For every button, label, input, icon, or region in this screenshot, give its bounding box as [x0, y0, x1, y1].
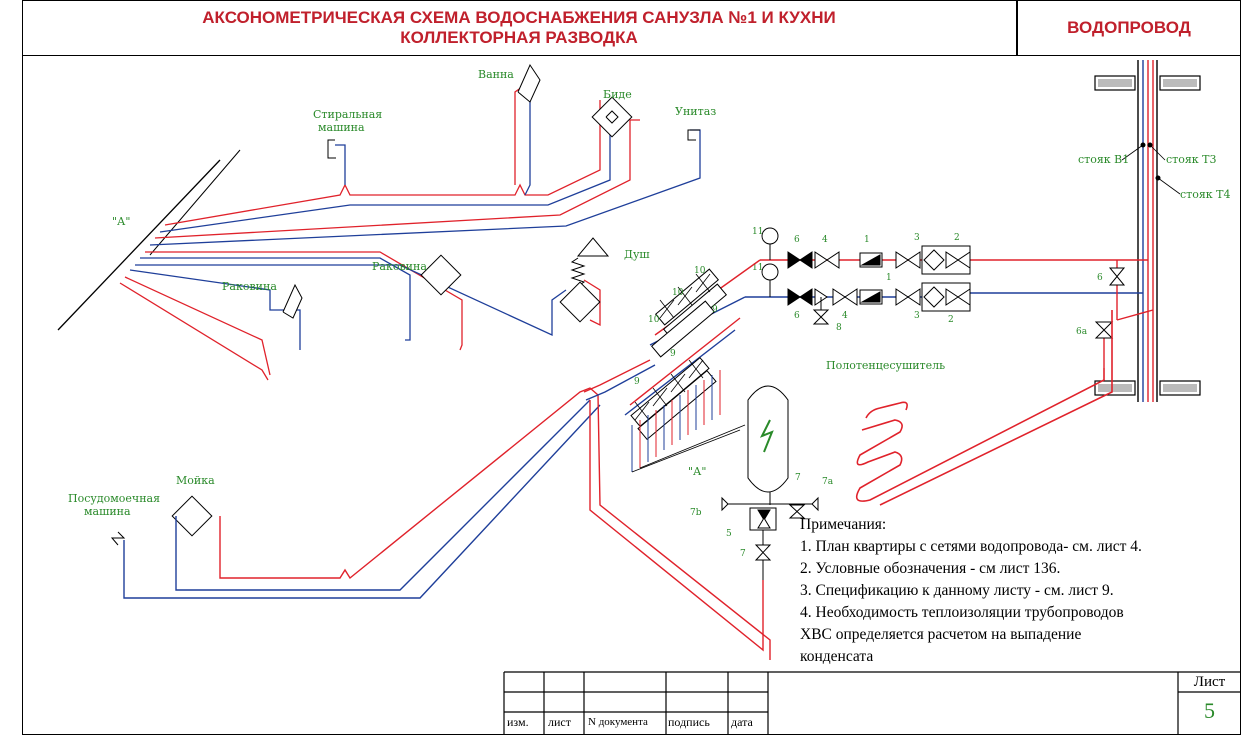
bathroom-pipe-bundle [57, 80, 701, 381]
svg-text:10: 10 [648, 315, 660, 325]
fixture-dishwasher-label-1: Посудомоечная [68, 492, 160, 505]
svg-text:1: 1 [886, 273, 892, 283]
fixture-sink-1-label: Раковина [372, 260, 427, 273]
svg-text:1: 1 [864, 235, 870, 245]
note-line-6: конденсата [800, 648, 874, 665]
stamp-col-doc: N документа [588, 716, 648, 728]
risers [1121, 60, 1181, 402]
valve-number-labels: 11 11 6 6 4 4 8 1 1 3 3 2 2 [752, 227, 960, 333]
header-block [22, 0, 1241, 56]
num-6a: 6а [1076, 327, 1088, 337]
note-line-5: ХВС определяется расчетом на выпадение [800, 626, 1082, 643]
fixture-icons [110, 63, 700, 546]
title-block: изм. лист N документа подпись дата [504, 672, 1241, 735]
svg-text:2: 2 [954, 233, 960, 243]
svg-text:3: 3 [914, 311, 920, 321]
title-line-1: АКСОНОМЕТРИЧЕСКАЯ СХЕМА ВОДОСНАБЖЕНИЯ СА… [202, 8, 836, 27]
sheet-label: Лист [1193, 674, 1226, 690]
svg-text:11: 11 [752, 227, 763, 237]
svg-text:7: 7 [795, 473, 801, 483]
svg-text:7а: 7а [822, 477, 834, 487]
sheet-number: 5 [1204, 698, 1215, 723]
hot-valve-group [760, 227, 971, 275]
svg-text:7: 7 [740, 549, 746, 559]
svg-text:6: 6 [794, 311, 800, 321]
notes-heading: Примечания: [800, 516, 887, 533]
towel-dryer-label: Полотенцесушитель [826, 359, 945, 372]
riser-t4-label: стояк Т4 [1180, 188, 1231, 201]
note-line-4: 4. Необходимость теплоизоляции трубопров… [800, 604, 1124, 621]
collector-manifolds [624, 259, 761, 473]
stamp-col-sheet: лист [548, 715, 571, 729]
svg-text:8: 8 [836, 323, 842, 333]
svg-text:7b: 7b [690, 508, 702, 518]
stamp-col-change: изм. [507, 715, 529, 729]
node-a-bottom-label: "А" [688, 465, 706, 478]
num-6-riser: 6 [1097, 273, 1103, 283]
cold-valve-group [745, 263, 971, 325]
note-line-2: 2. Условные обозначения - см лист 136. [800, 560, 1061, 577]
main-inlet-pipes [970, 259, 1154, 368]
svg-text:9: 9 [634, 377, 640, 387]
drawing-title: АКСОНОМЕТРИЧЕСКАЯ СХЕМА ВОДОСНАБЖЕНИЯ СА… [22, 8, 1016, 48]
section-name: ВОДОПРОВОД [1067, 18, 1191, 37]
title-block-grid [503, 671, 1241, 735]
water-heater [721, 385, 819, 580]
fixture-sink-2-label: Раковина [222, 280, 277, 293]
slab-marks [1094, 75, 1201, 396]
notes-block: Примечания: 1. План квартиры с сетями во… [800, 514, 1240, 668]
fixture-toilet-label: Унитаз [675, 105, 716, 118]
kitchen-pipes [123, 359, 771, 660]
title-line-2: КОЛЛЕКТОРНАЯ РАЗВОДКА [400, 28, 638, 47]
fixture-bidet-label: Биде [603, 88, 632, 101]
towel-dryer [855, 310, 1113, 506]
svg-text:10: 10 [672, 288, 684, 298]
fixture-shower-label: Душ [624, 248, 650, 261]
header-divider [1016, 0, 1018, 56]
fixture-washer-label-1: Стиральная [313, 108, 382, 121]
heater-number-labels: 7b 7а 7 5 7 [690, 473, 834, 559]
drawing-frame [22, 0, 1241, 735]
riser-b1-label: стояк В1 [1078, 153, 1129, 166]
fixture-kitchen-sink-label: Мойка [176, 474, 215, 487]
collector-number-labels: 10 10 10 9 9 9 [634, 266, 718, 387]
riser-valves [1094, 267, 1126, 339]
svg-text:4: 4 [842, 311, 848, 321]
node-a-top-label: "А" [112, 215, 130, 228]
stamp-col-sign: подпись [668, 715, 710, 729]
svg-text:11: 11 [752, 263, 763, 273]
note-line-1: 1. План квартиры с сетями водопровода- с… [800, 538, 1142, 555]
svg-text:2: 2 [948, 315, 954, 325]
svg-text:3: 3 [914, 233, 920, 243]
svg-text:9: 9 [712, 305, 718, 315]
svg-text:6: 6 [794, 235, 800, 245]
riser-t3-label: стояк Т3 [1166, 153, 1217, 166]
svg-text:9: 9 [670, 349, 676, 359]
fixture-washer-label-2: машина [318, 121, 365, 134]
svg-text:4: 4 [822, 235, 828, 245]
svg-text:5: 5 [726, 529, 732, 539]
stamp-col-date: дата [731, 715, 753, 729]
note-line-3: 3. Спецификацию к данному листу - см. ли… [800, 582, 1114, 599]
fixture-bath-label: Ванна [478, 68, 514, 81]
fixture-dishwasher-label-2: машина [84, 505, 131, 518]
svg-text:10: 10 [694, 266, 706, 276]
